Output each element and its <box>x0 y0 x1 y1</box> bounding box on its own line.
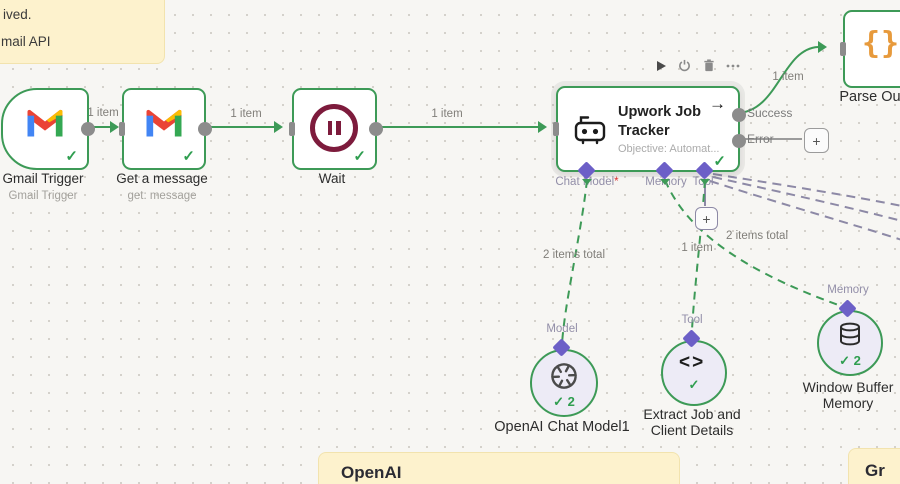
label-line: Extract Job and <box>643 406 741 422</box>
connection-label: 1 item <box>681 242 713 254</box>
node-label-extract-job: Extract Job and Client Details <box>592 406 792 438</box>
input-connector[interactable] <box>119 122 125 136</box>
output-label-success: Success <box>747 106 793 120</box>
check-icon: ✓ <box>553 394 565 409</box>
connection-label: 1 item <box>772 71 804 83</box>
agent-title: Upwork Job Tracker <box>618 104 701 139</box>
more-options-icon[interactable] <box>725 58 740 73</box>
node-window-buffer-memory[interactable]: ✓ 2 <box>817 310 883 376</box>
port-label-tool2: Tool <box>681 314 703 326</box>
trash-icon[interactable] <box>701 58 716 73</box>
node-label-wait: Wait <box>318 171 346 186</box>
pause-icon <box>310 104 358 152</box>
check-icon: ✓ <box>688 377 700 392</box>
port-arrow-icon <box>700 179 710 185</box>
node-parse-output[interactable]: {} <box>840 10 900 88</box>
output-connector[interactable] <box>81 122 95 136</box>
success-check-icon: ✓ <box>65 148 78 165</box>
label-line: Client Details <box>650 422 734 438</box>
code-brackets-icon: <> <box>679 352 706 373</box>
connection-label: 2 items total <box>543 249 605 261</box>
run-count: 2 <box>567 394 575 409</box>
node-label-get-a-message: Get a message <box>116 171 208 186</box>
node-toolbar <box>653 58 740 73</box>
sticky-note-title: Gr <box>865 461 885 480</box>
port-arrow-icon <box>582 179 592 185</box>
port-arrow-icon <box>660 179 670 185</box>
success-check-icon: ✓ <box>713 153 726 170</box>
required-marker: * <box>614 176 619 188</box>
port-label-memory2: Memory <box>827 284 869 296</box>
node-label-openai-chat-model: OpenAI Chat Model1 <box>494 419 630 435</box>
input-connector[interactable] <box>289 122 295 136</box>
sticky-note-text: mail API <box>1 34 51 49</box>
add-tool-button[interactable]: + <box>695 207 718 230</box>
plus-icon: + <box>702 210 711 227</box>
connection-label: 2 items total <box>726 230 788 242</box>
add-error-node-button[interactable]: + <box>804 128 829 153</box>
input-connector[interactable] <box>840 42 846 56</box>
output-connector[interactable] <box>369 122 383 136</box>
label-line: Memory <box>822 395 874 411</box>
node-label-gmail-trigger: Gmail Trigger <box>2 171 84 186</box>
run-count: 2 <box>853 353 861 368</box>
open-node-arrow-icon[interactable]: → <box>709 94 726 113</box>
node-openai-chat-model[interactable]: ✓ 2 <box>530 349 598 417</box>
success-check-icon: ✓ <box>353 148 366 165</box>
plus-icon: + <box>812 132 821 149</box>
label-line: Window Buffer <box>802 379 894 395</box>
node-label-window-buffer-memory: Window Buffer Memory <box>748 379 900 411</box>
json-braces-icon: {} <box>862 26 900 61</box>
check-icon: ✓ <box>839 353 851 368</box>
input-connector[interactable] <box>553 122 559 136</box>
node-upwork-job-tracker[interactable]: Upwork Job Tracker Objective: Automat...… <box>553 86 746 172</box>
node-extract-job-tool[interactable]: <> ✓ <box>661 340 727 406</box>
sticky-note-title: OpenAI <box>341 463 402 482</box>
node-subtitle-gmail-trigger: Gmail Trigger <box>8 190 78 202</box>
robot-icon <box>571 114 609 151</box>
node-subtitle-get-a-message: get: message <box>127 190 197 202</box>
connection-label: 1 item <box>230 108 262 120</box>
sticky-note-openai[interactable]: OpenAI <box>318 452 680 484</box>
output-connector-success[interactable] <box>732 108 746 122</box>
sticky-note-gmail[interactable]: ived. mail API <box>0 0 165 64</box>
play-icon[interactable] <box>653 58 668 73</box>
node-wait[interactable]: ✓ <box>289 88 383 170</box>
sticky-note-text: ived. <box>3 7 32 22</box>
sticky-note-right[interactable]: Gr <box>848 448 900 484</box>
gmail-icon <box>144 108 184 145</box>
connection-label: 1 item <box>87 107 119 119</box>
success-check-icon: ✓ <box>182 148 195 165</box>
run-count-badge: ✓ 2 <box>819 353 881 369</box>
node-label-parse-output: Parse Out <box>839 89 900 105</box>
node-gmail-trigger[interactable]: ✓ <box>1 88 95 170</box>
port-label-model: Model <box>546 323 578 335</box>
database-icon <box>836 321 864 354</box>
output-label-error: Error <box>747 132 774 146</box>
output-connector-error[interactable] <box>732 134 746 148</box>
openai-logo-icon <box>548 360 580 397</box>
connection-label: 1 item <box>431 108 463 120</box>
agent-subtitle: Objective: Automat... <box>618 143 720 155</box>
run-check-badge: ✓ <box>663 377 725 393</box>
node-get-a-message[interactable]: ✓ <box>119 88 212 170</box>
output-connector[interactable] <box>198 122 212 136</box>
power-icon[interactable] <box>677 58 692 73</box>
run-count-badge: ✓ 2 <box>532 394 596 410</box>
gmail-icon <box>25 108 65 145</box>
